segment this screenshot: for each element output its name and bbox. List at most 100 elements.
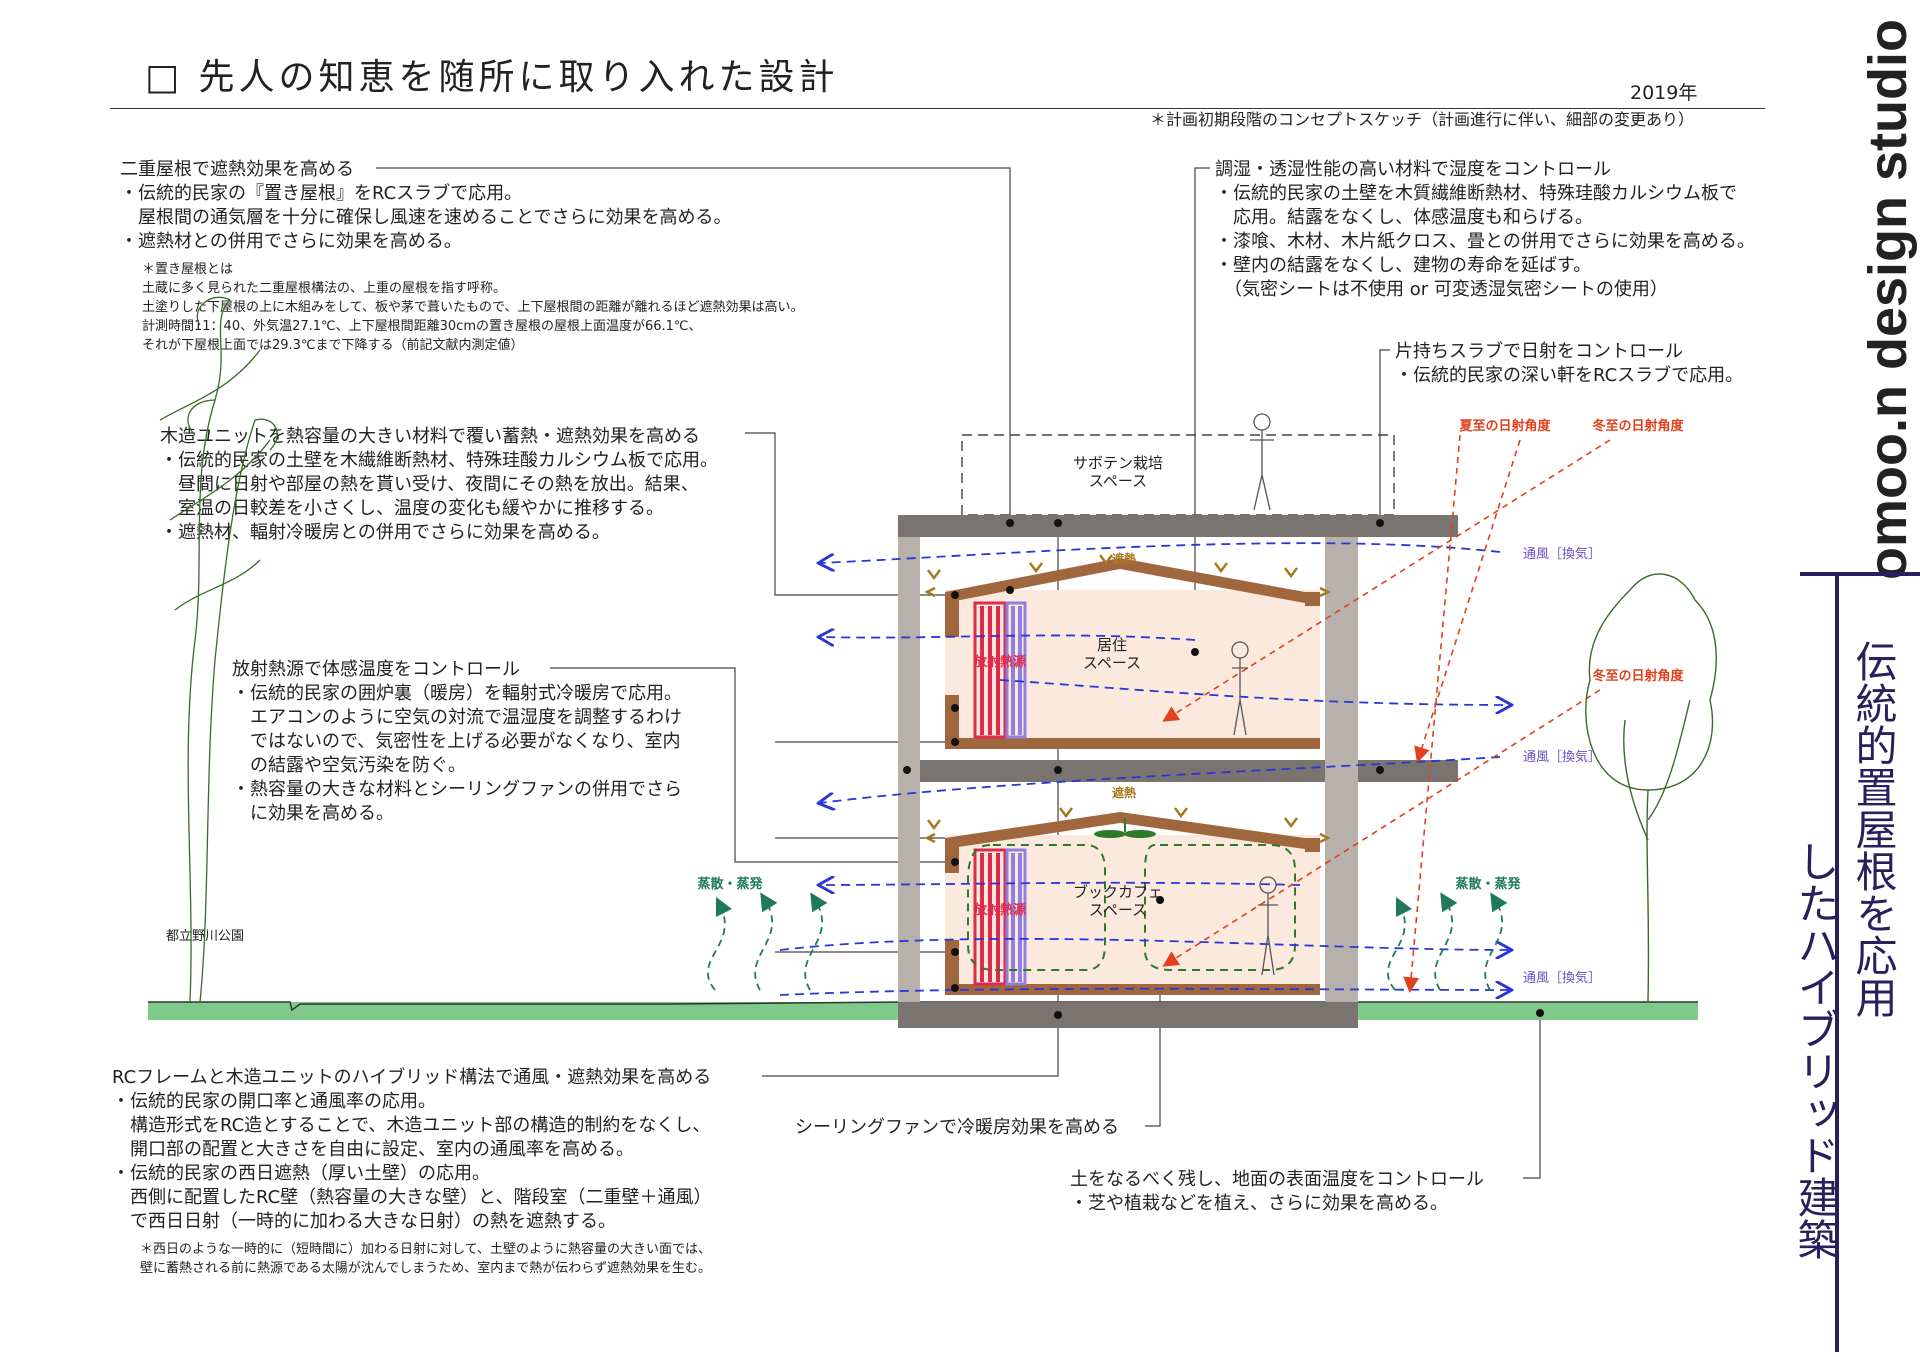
evaporation-label-right: 蒸散・蒸発 — [1455, 876, 1521, 892]
cactus-space-label-line: スペース — [1089, 472, 1147, 490]
evaporation-label-left: 蒸散・蒸発 — [697, 876, 763, 892]
living-space-label: 居住スペース — [1083, 636, 1141, 672]
brand-rule-vertical — [1835, 572, 1839, 1352]
rc-frame-line: ・伝統的民家の西日遮熱（厚い土壁）の応用。 — [112, 1163, 490, 1184]
sun-summer-2 — [1414, 439, 1521, 764]
living-space-label-line: スペース — [1083, 654, 1141, 672]
radiant-source-label-upper: 放射熱源 — [973, 654, 1026, 670]
ventilation-label-3: 通風［換気］ — [1523, 970, 1601, 986]
sun-ray-arrows — [1162, 434, 1611, 994]
rc-frame-line: ・伝統的民家の開口率と通風率の応用。 — [112, 1091, 436, 1112]
roof-slab — [898, 515, 1458, 537]
radiant-heading: 放射熱源で体感温度をコントロール — [232, 659, 520, 680]
header-divider — [110, 108, 1765, 109]
fan-loop-left — [967, 844, 1106, 971]
rc-frame-line: 構造形式をRC造とすることで、木造ユニット部の構造的制約をなくし、 — [112, 1115, 711, 1136]
roof-footnote: ＊置き屋根とは — [142, 262, 234, 277]
year-label: 2019年 — [1630, 82, 1698, 104]
rc-frame-heading: RCフレームと木造ユニットのハイブリッド構法で通風・遮熱効果を高める — [112, 1067, 712, 1088]
rc-frame-annotation: RCフレームと木造ユニットのハイブリッド構法で通風・遮熱効果を高める ・伝統的民… — [112, 1066, 711, 1278]
tree-right-icon — [1585, 573, 1717, 1003]
leader-humidity — [1194, 167, 1210, 652]
bookcafe-space-label-line: ブックカフェ — [1073, 883, 1163, 901]
person-upper-icon — [1231, 641, 1249, 736]
humidity-line: ・伝統的民家の土壁を木質繊維断熱材、特殊珪酸カルシウム板で — [1215, 183, 1737, 204]
airflow-roof — [820, 542, 1501, 563]
ground-line: ・芝や植栽などを植え、さらに効果を高める。 — [1070, 1193, 1448, 1214]
leader-roof — [376, 167, 1011, 523]
vertical-title-col1: 伝統的置屋根を応用 — [1849, 640, 1898, 1018]
vertical-title-col2: したハイブリッド建築 — [1791, 840, 1840, 1260]
east-wall — [1325, 537, 1358, 1002]
cactus-space-label-text: サボテン栽培 — [1073, 454, 1163, 472]
airflow-lower-2 — [779, 937, 1510, 950]
leader-radiant — [550, 667, 955, 863]
leader-ground — [1523, 1013, 1541, 1179]
roof-footnote: 土蔵に多く見られた二重屋根構法の、上重の屋根を指す呼称。 — [142, 281, 507, 296]
leader-dots — [903, 519, 1544, 1019]
winter-sun-label-2: 冬至の日射角度 — [1592, 668, 1684, 684]
roof-annotation: 二重屋根で遮熱効果を高める ・伝統的民家の『置き屋根』をRCスラブで応用。 屋根… — [120, 158, 803, 355]
person-lower-icon — [1258, 876, 1278, 976]
airflow-upper-2 — [999, 679, 1510, 705]
radiant-panel-lower — [973, 848, 1027, 986]
airflow-lower-1 — [820, 883, 1301, 885]
radiant-line: ・熱容量の大きな材料とシーリングファンの併用でさら — [232, 779, 682, 800]
rc-frame — [898, 515, 1458, 1028]
page-title: □ 先人の知恵を随所に取り入れた設計 — [145, 57, 839, 98]
humidity-line: ・壁内の結露をなくし、建物の寿命を延ばす。 — [1215, 255, 1592, 276]
rc-frame-line: 西側に配置したRC壁（熱容量の大きな壁）と、階段室（二重壁＋通風） — [112, 1187, 712, 1208]
roof-line: ・遮熱材との併用でさらに効果を高める。 — [120, 231, 462, 252]
leader-wood-unit — [745, 432, 955, 596]
living-space-label-line: 居住 — [1097, 636, 1127, 654]
humidity-line: （気密シートは不使用 or 可変透湿気密シートの使用） — [1215, 279, 1668, 300]
roof-line: 屋根間の通気層を十分に確保し風速を速めることでさらに効果を高める。 — [120, 207, 732, 228]
ground-annotation: 土をなるべく残し、地面の表面温度をコントロール ・芝や植栽などを植え、さらに効果… — [1070, 1168, 1484, 1216]
wood-unit-line: ・遮熱材、輻射冷暖房との併用でさらに効果を高める。 — [160, 522, 610, 543]
summer-sun-label: 夏至の日射角度 — [1458, 418, 1551, 434]
radiant-line: ・伝統的民家の囲炉裏（暖房）を輻射式冷暖房で応用。 — [232, 683, 682, 704]
leader-lines — [376, 167, 1541, 1179]
fan-loop-right — [1144, 844, 1296, 971]
radiant-annotation: 放射熱源で体感温度をコントロール ・伝統的民家の囲炉裏（暖房）を輻射式冷暖房で応… — [232, 658, 682, 826]
upper-wood-unit — [945, 558, 1320, 749]
ceiling-fan-icon — [1094, 818, 1156, 838]
winter-sun-label-1: 冬至の日射角度 — [1592, 418, 1684, 434]
sun-winter-lower — [1162, 689, 1601, 967]
radiant-line: に効果を高める。 — [232, 803, 394, 824]
radiant-line: エアコンのように空気の対流で温湿度を調整するわけ — [232, 707, 682, 728]
bookcafe-space-label: ブックカフェスペース — [1073, 883, 1163, 919]
person-rooftop-icon — [1250, 413, 1274, 511]
brand-rule-horizontal — [1800, 572, 1920, 576]
evaporation-arrows — [707, 892, 1508, 991]
ventilation-label-2: 通風［換気］ — [1523, 749, 1601, 765]
leader-cantilever — [1379, 349, 1390, 523]
roof-footnote: 土塗りした下屋根の上に木組みをして、板や茅で葺いたもので、上下屋根間の距離が離れ… — [142, 300, 804, 315]
wood-unit-line: 昼間に日射や部屋の熱を貰い受け、夜間にその熱を放出。結果、 — [160, 474, 699, 495]
cantilever-heading: 片持ちスラブで日射をコントロール — [1395, 341, 1683, 362]
rc-frame-line: で西日日射（一時的に加わる大きな日射）の熱を遮熱する。 — [112, 1211, 616, 1232]
cactus-space-label: サボテン栽培スペース — [1073, 454, 1163, 490]
building-section-diagram: サボテン栽培スペース 居住スペース ブックカフェスペース 放射熱源 放射熱源 遮… — [148, 167, 1717, 1179]
ventilation-label-1: 通風［換気］ — [1523, 546, 1601, 562]
rc-frame-footnote: 壁に蓄熱される前に熱源である太陽が沈んでしまうため、室内まで熱が伝わらず遮熱効果… — [140, 1261, 711, 1276]
wood-unit-annotation: 木造ユニットを熱容量の大きい材料で覆い蓄熱・遮熱効果を高める ・伝統的民家の土壁… — [160, 425, 718, 545]
wood-unit-line: 室温の日較差を小さくし、温度の変化も緩やかに推移する。 — [160, 498, 664, 519]
roof-line: ・伝統的民家の『置き屋根』をRCスラブで応用。 — [120, 183, 523, 204]
humidity-annotation: 調湿・透湿性能の高い材料で湿度をコントロール ・伝統的民家の土壁を木質繊維断熱材… — [1215, 158, 1755, 302]
cantilever-line: ・伝統的民家の深い軒をRCスラブで応用。 — [1395, 365, 1744, 386]
airflow-mid — [820, 756, 1501, 803]
sketch-note: ＊計画初期段階のコンセプトスケッチ（計画進行に伴い、細部の変更あり） — [1150, 110, 1695, 129]
base-slab — [898, 1002, 1358, 1028]
roof-heading: 二重屋根で遮熱効果を高める — [120, 159, 354, 180]
ground-heading: 土をなるべく残し、地面の表面温度をコントロール — [1070, 1169, 1484, 1190]
heat-shield-label-upper: 遮熱 — [1112, 551, 1136, 566]
heat-shield-label-lower: 遮熱 — [1112, 785, 1136, 800]
radiant-line: ではないので、気密性を上げる必要がなくなり、室内 — [232, 731, 681, 752]
brand-name: omoo.n design studio — [1858, 19, 1918, 580]
roof-footnote: 計測時間11：40、外気温27.1℃、上下屋根間距離30cmの置き屋根の屋根上面… — [142, 319, 702, 334]
humidity-line: 応用。結露をなくし、体感温度も和らげる。 — [1215, 207, 1593, 228]
tree-left-icon — [159, 296, 278, 1003]
radiant-line: の結露や空気汚染を防ぐ。 — [232, 755, 466, 776]
cantilever-annotation: 片持ちスラブで日射をコントロール ・伝統的民家の深い軒をRCスラブで応用。 — [1395, 340, 1743, 388]
